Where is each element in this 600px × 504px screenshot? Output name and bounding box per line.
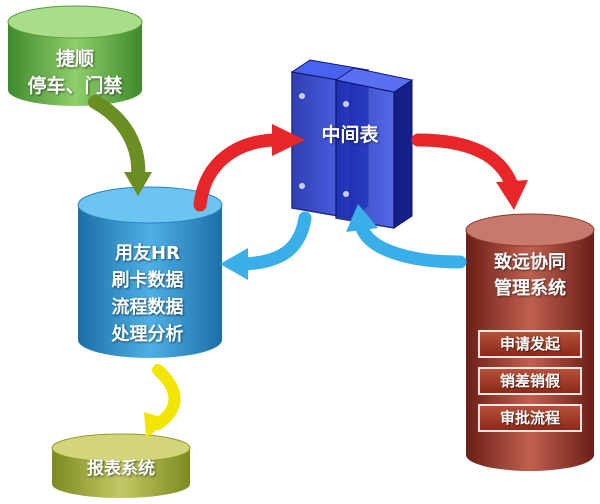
yonyou-line-3: 流程数据 — [111, 297, 184, 318]
report-label: 报表系统 — [87, 459, 155, 479]
jieshun-line-2: 停车、门禁 — [27, 75, 123, 97]
yonyou-cylinder — [77, 186, 223, 358]
jieshun-line-1: 捷顺 — [55, 48, 94, 70]
jieshun-cylinder — [7, 5, 143, 106]
zhiyuan-line-2: 管理系统 — [494, 278, 566, 299]
middle-table-label: 中间表 — [321, 124, 379, 146]
yonyou-line-2: 刷卡数据 — [111, 270, 184, 291]
yonyou-label: 用友HR 刷卡数据 流程数据 处理分析 — [75, 240, 220, 348]
zhiyuan-sub-item: 销差销假 — [478, 367, 582, 395]
arrow-jieshun-to-yonyou — [88, 95, 152, 196]
yonyou-line-1: 用友HR — [115, 243, 180, 264]
yonyou-line-4: 处理分析 — [111, 324, 184, 345]
zhiyuan-label: 致远协同 管理系统 — [466, 250, 594, 302]
arrow-yonyou-to-report — [144, 364, 181, 438]
arrow-middle-to-zhiyuan — [411, 133, 528, 210]
arrow-zhiyuan-to-middle — [346, 204, 467, 269]
zhiyuan-sub-item: 申请发起 — [478, 330, 582, 358]
arrow-yonyou-to-middle — [193, 124, 305, 212]
binder-icon — [290, 59, 414, 229]
jieshun-label: 捷顺 停车、门禁 — [20, 46, 130, 100]
report-cylinder — [51, 433, 191, 498]
zhiyuan-line-1: 致远协同 — [494, 252, 566, 273]
arrow-middle-to-yonyou — [220, 211, 312, 280]
zhiyuan-sub-item: 审批流程 — [478, 404, 582, 432]
